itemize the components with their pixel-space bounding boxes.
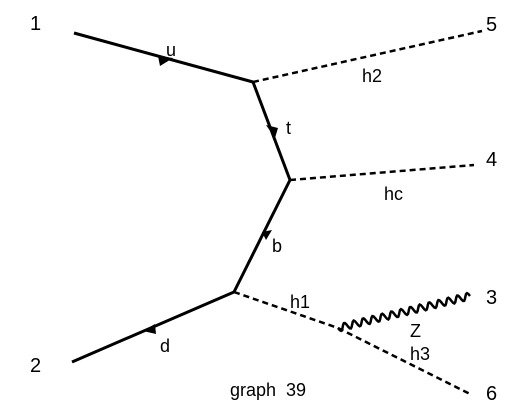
arrow-t-icon — [266, 125, 278, 138]
label-u: u — [166, 40, 176, 60]
fermion-line-b — [232, 179, 292, 293]
external-label-2: 2 — [30, 355, 41, 377]
label-hc: hc — [384, 184, 403, 204]
scalar-line-h3 — [337, 326, 471, 396]
external-label-3: 3 — [486, 287, 497, 309]
scalar-line-hc — [289, 163, 475, 182]
external-label-6: 6 — [486, 383, 497, 405]
boson-line-z — [337, 291, 471, 333]
external-label-4: 4 — [486, 149, 497, 171]
label-z: Z — [410, 321, 421, 341]
label-h3: h3 — [410, 344, 430, 364]
arrow-b-icon — [262, 230, 272, 240]
arrow-d-icon — [143, 324, 156, 334]
diagram-caption: graph 39 — [230, 380, 306, 400]
label-d: d — [160, 336, 170, 356]
external-label-1: 1 — [30, 13, 41, 35]
label-h1: h1 — [290, 292, 310, 312]
label-h2: h2 — [362, 66, 382, 86]
external-label-5: 5 — [486, 14, 497, 36]
arrow-u-icon — [158, 56, 173, 66]
label-t: t — [286, 118, 291, 138]
scalar-line-h2 — [252, 29, 483, 84]
scalar-line-h1 — [233, 290, 339, 330]
label-b: b — [272, 236, 282, 256]
